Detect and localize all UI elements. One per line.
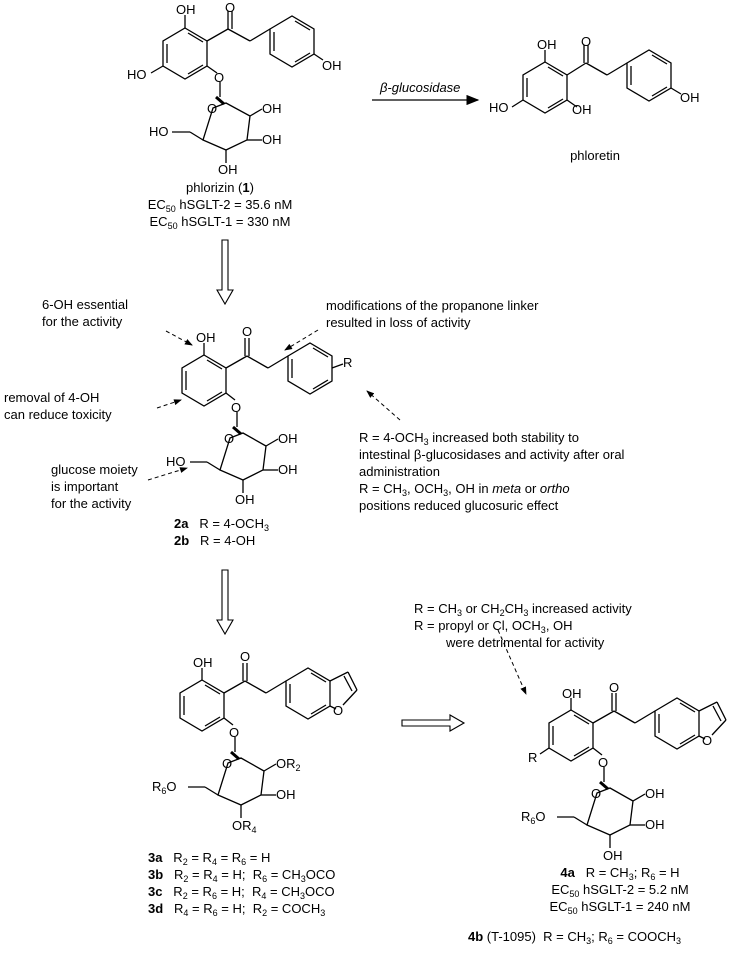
atom-label: OH bbox=[537, 37, 557, 52]
compound-3d-label: 3d R4 = R6 = H; R2 = COCH3 bbox=[148, 901, 326, 918]
sar-note-4oh-line2: can reduce toxicity bbox=[4, 407, 112, 422]
atom-label: O bbox=[225, 0, 236, 15]
sar-note-glucose-line2: is important bbox=[51, 479, 119, 494]
atom-label: OH bbox=[235, 492, 255, 507]
phlorizin-caption: phlorizin (1) bbox=[186, 180, 254, 195]
sar-note-glucose-line3: for the activity bbox=[51, 496, 132, 511]
atom-label: OH bbox=[176, 2, 196, 17]
phloretin-structure bbox=[511, 45, 682, 114]
sar-note-4-line3: were detrimental for activity bbox=[446, 635, 605, 650]
sar-note-r-line1: R = 4-OCH3 increased both stability to bbox=[359, 430, 579, 447]
sar-note-4-line1: R = CH3 or CH2CH3 increased activity bbox=[414, 601, 632, 618]
compound-4a-label: 4a R = CH3; R6 = H bbox=[560, 865, 680, 882]
atom-label: R bbox=[528, 750, 538, 765]
compound-4b-label: 4b (T-1095) R = CH3; R6 = COOCH3 bbox=[468, 929, 682, 946]
atom-label: O bbox=[222, 756, 233, 771]
atom-label: OH bbox=[603, 848, 623, 863]
sar-note-glucose-line1: glucose moiety bbox=[51, 462, 138, 477]
atom-label: O bbox=[231, 400, 242, 415]
hollow-arrow-1 bbox=[216, 239, 234, 306]
sar-arrow-r bbox=[366, 390, 401, 421]
atom-label: R6O bbox=[152, 779, 177, 796]
sar-note-4oh-line1: removal of 4-OH bbox=[4, 390, 100, 405]
atom-label: O bbox=[702, 733, 713, 748]
phlorizin-name: phlorizin bbox=[186, 180, 235, 195]
atom-label: OH bbox=[278, 462, 298, 477]
compound-3c-label: 3c R2 = R6 = H; R4 = CH3OCO bbox=[148, 884, 335, 901]
atom-label: OH bbox=[276, 787, 296, 802]
sar-note-r-line3: administration bbox=[359, 464, 440, 479]
sar-note-linker-line2: resulted in loss of activity bbox=[326, 315, 471, 330]
sar-arrow-6oh bbox=[165, 330, 193, 346]
sar-note-4-line2: R = propyl or Cl, OCH3, OH bbox=[414, 618, 573, 635]
atom-label: OR2 bbox=[276, 756, 301, 773]
compound-4a-ec50-sglt2: EC50 hSGLT-2 = 5.2 nM bbox=[551, 882, 689, 899]
atom-label: OH bbox=[562, 686, 582, 701]
sar-arrow-4oh bbox=[156, 399, 182, 409]
atom-label: O bbox=[591, 786, 602, 801]
compound-3b-label: 3b R2 = R4 = H; R6 = CH3OCO bbox=[148, 867, 336, 884]
atom-label: OH bbox=[278, 431, 298, 446]
phlorizin-structure bbox=[150, 11, 324, 163]
sar-note-6oh-line2: for the activity bbox=[42, 314, 123, 329]
phloretin-name: phloretin bbox=[570, 148, 620, 163]
atom-label: O bbox=[333, 703, 344, 718]
phlorizin-ec50-sglt2: EC50 hSGLT-2 = 35.6 nM bbox=[147, 197, 293, 214]
atom-label: O bbox=[609, 680, 620, 695]
sar-note-r-line2: intestinal β-glucosidases and activity a… bbox=[359, 447, 625, 462]
atom-label: O bbox=[242, 324, 253, 339]
atom-label: OH bbox=[645, 786, 665, 801]
sar-arrow-linker bbox=[284, 329, 319, 351]
compound-2-structure bbox=[181, 338, 344, 493]
atom-label: OH bbox=[196, 330, 216, 345]
atom-label: O bbox=[207, 101, 218, 116]
atom-label: O bbox=[598, 755, 609, 770]
atom-label: OH bbox=[262, 101, 282, 116]
sar-note-linker-line1: modifications of the propanone linker bbox=[326, 298, 539, 313]
compound-2b-label: 2b R = 4-OH bbox=[174, 533, 256, 548]
atom-label: O bbox=[229, 725, 240, 740]
atom-label: HO bbox=[127, 67, 147, 82]
phlorizin-ec50-sglt1: EC50 hSGLT-1 = 330 nM bbox=[149, 214, 291, 231]
compound-3a-label: 3a R2 = R4 = R6 = H bbox=[148, 850, 271, 867]
sar-note-6oh-line1: 6-OH essential bbox=[42, 297, 128, 312]
hollow-arrow-3 bbox=[401, 714, 466, 732]
compound-4-structure bbox=[539, 693, 727, 848]
compound-3-structure bbox=[179, 663, 358, 818]
sar-arrow-4-r bbox=[497, 629, 527, 695]
phlorizin-number: 1 bbox=[242, 180, 250, 195]
atom-label: OH bbox=[193, 655, 213, 670]
atom-label: OH bbox=[572, 102, 592, 117]
atom-label: O bbox=[224, 431, 235, 446]
compound-2a-label: 2a R = 4-OCH3 bbox=[174, 516, 269, 533]
atom-label: OH bbox=[680, 90, 700, 105]
atom-label: R bbox=[343, 355, 353, 370]
atom-label: HO bbox=[489, 100, 509, 115]
atom-label: OH bbox=[645, 817, 665, 832]
hollow-arrow-2 bbox=[216, 569, 234, 636]
atom-label: O bbox=[214, 70, 225, 85]
sar-note-r-line5: positions reduced glucosuric effect bbox=[359, 498, 559, 513]
sar-note-r-line4: R = CH3, OCH3, OH in meta or ortho bbox=[359, 481, 570, 498]
atom-label: OR4 bbox=[232, 818, 257, 835]
compound-4a-ec50-sglt1: EC50 hSGLT-1 = 240 nM bbox=[549, 899, 691, 916]
atom-label: OH bbox=[218, 162, 238, 177]
atom-label: OH bbox=[262, 132, 282, 147]
atom-label: O bbox=[581, 34, 592, 49]
atom-label: O bbox=[240, 649, 251, 664]
atom-label: HO bbox=[149, 124, 169, 139]
atom-label: R6O bbox=[521, 809, 546, 826]
atom-label: OH bbox=[322, 58, 342, 73]
enzyme-label: β-glucosidase bbox=[380, 80, 461, 95]
atom-label: HO bbox=[166, 454, 186, 469]
